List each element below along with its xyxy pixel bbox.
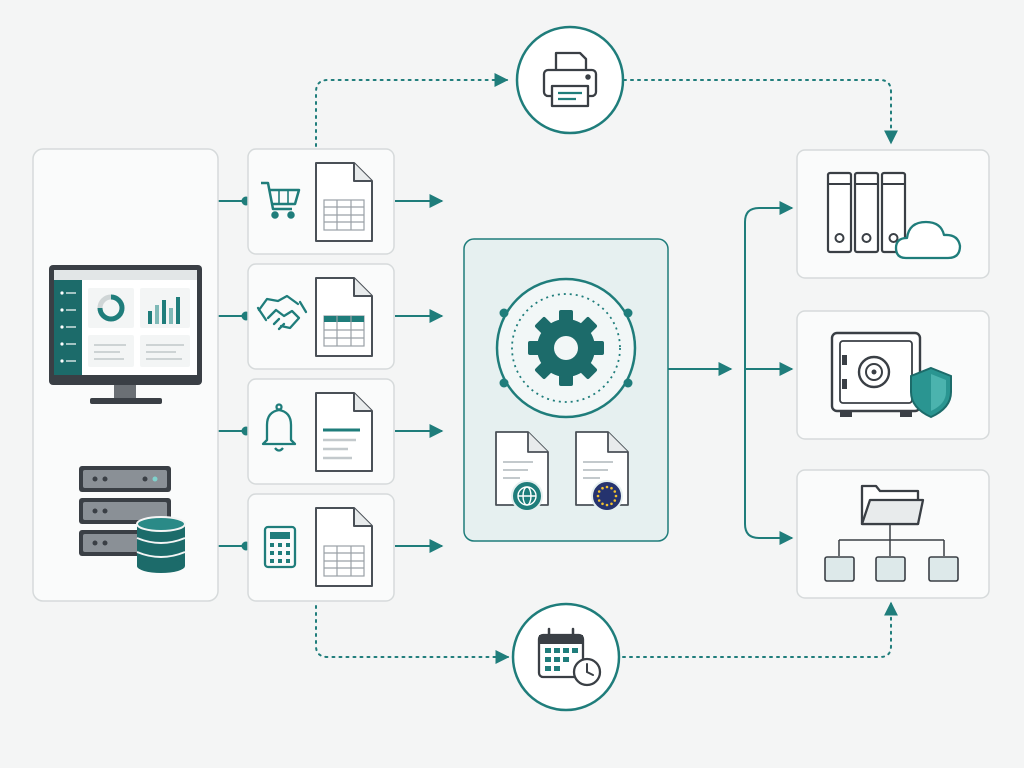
gear-icon <box>528 310 604 386</box>
documents-to-processor-arrows <box>395 194 444 553</box>
text-document-icon <box>315 392 373 472</box>
archive-binders-cloud-icon <box>826 171 962 260</box>
bottom-dotted-branch <box>315 601 898 664</box>
calendar-node <box>511 602 621 712</box>
output-card-folders <box>796 469 990 599</box>
safe-shield-icon <box>830 331 952 419</box>
handshake-icon <box>256 294 308 331</box>
eu-document-icon <box>575 431 629 512</box>
source-panel <box>32 148 219 602</box>
top-dotted-branch <box>315 73 898 147</box>
shopping-cart-icon <box>261 181 301 219</box>
output-card-safe <box>796 310 990 440</box>
output-card-archive <box>796 149 990 279</box>
monitor-dashboard-icon <box>49 265 202 404</box>
document-card-cart <box>247 148 395 255</box>
spreadsheet-document-icon <box>315 162 373 242</box>
folder-tree-icon <box>824 484 959 582</box>
calculator-icon <box>263 525 297 569</box>
server-database-icon <box>79 466 186 573</box>
printer-node <box>515 25 625 135</box>
source-to-documents-connectors <box>218 196 251 551</box>
globe-document-icon <box>495 431 549 512</box>
processor-to-outputs-arrows <box>668 201 794 545</box>
bell-icon <box>261 403 297 452</box>
table-document-icon <box>315 277 373 357</box>
document-card-handshake <box>247 263 395 370</box>
processor-panel <box>463 238 669 542</box>
output-cards <box>796 149 990 599</box>
document-card-bell <box>247 378 395 485</box>
input-document-cards <box>247 148 395 602</box>
spreadsheet-document-icon <box>315 507 373 587</box>
document-card-calculator <box>247 493 395 602</box>
printer-icon <box>542 51 598 108</box>
calendar-clock-icon <box>537 627 602 687</box>
